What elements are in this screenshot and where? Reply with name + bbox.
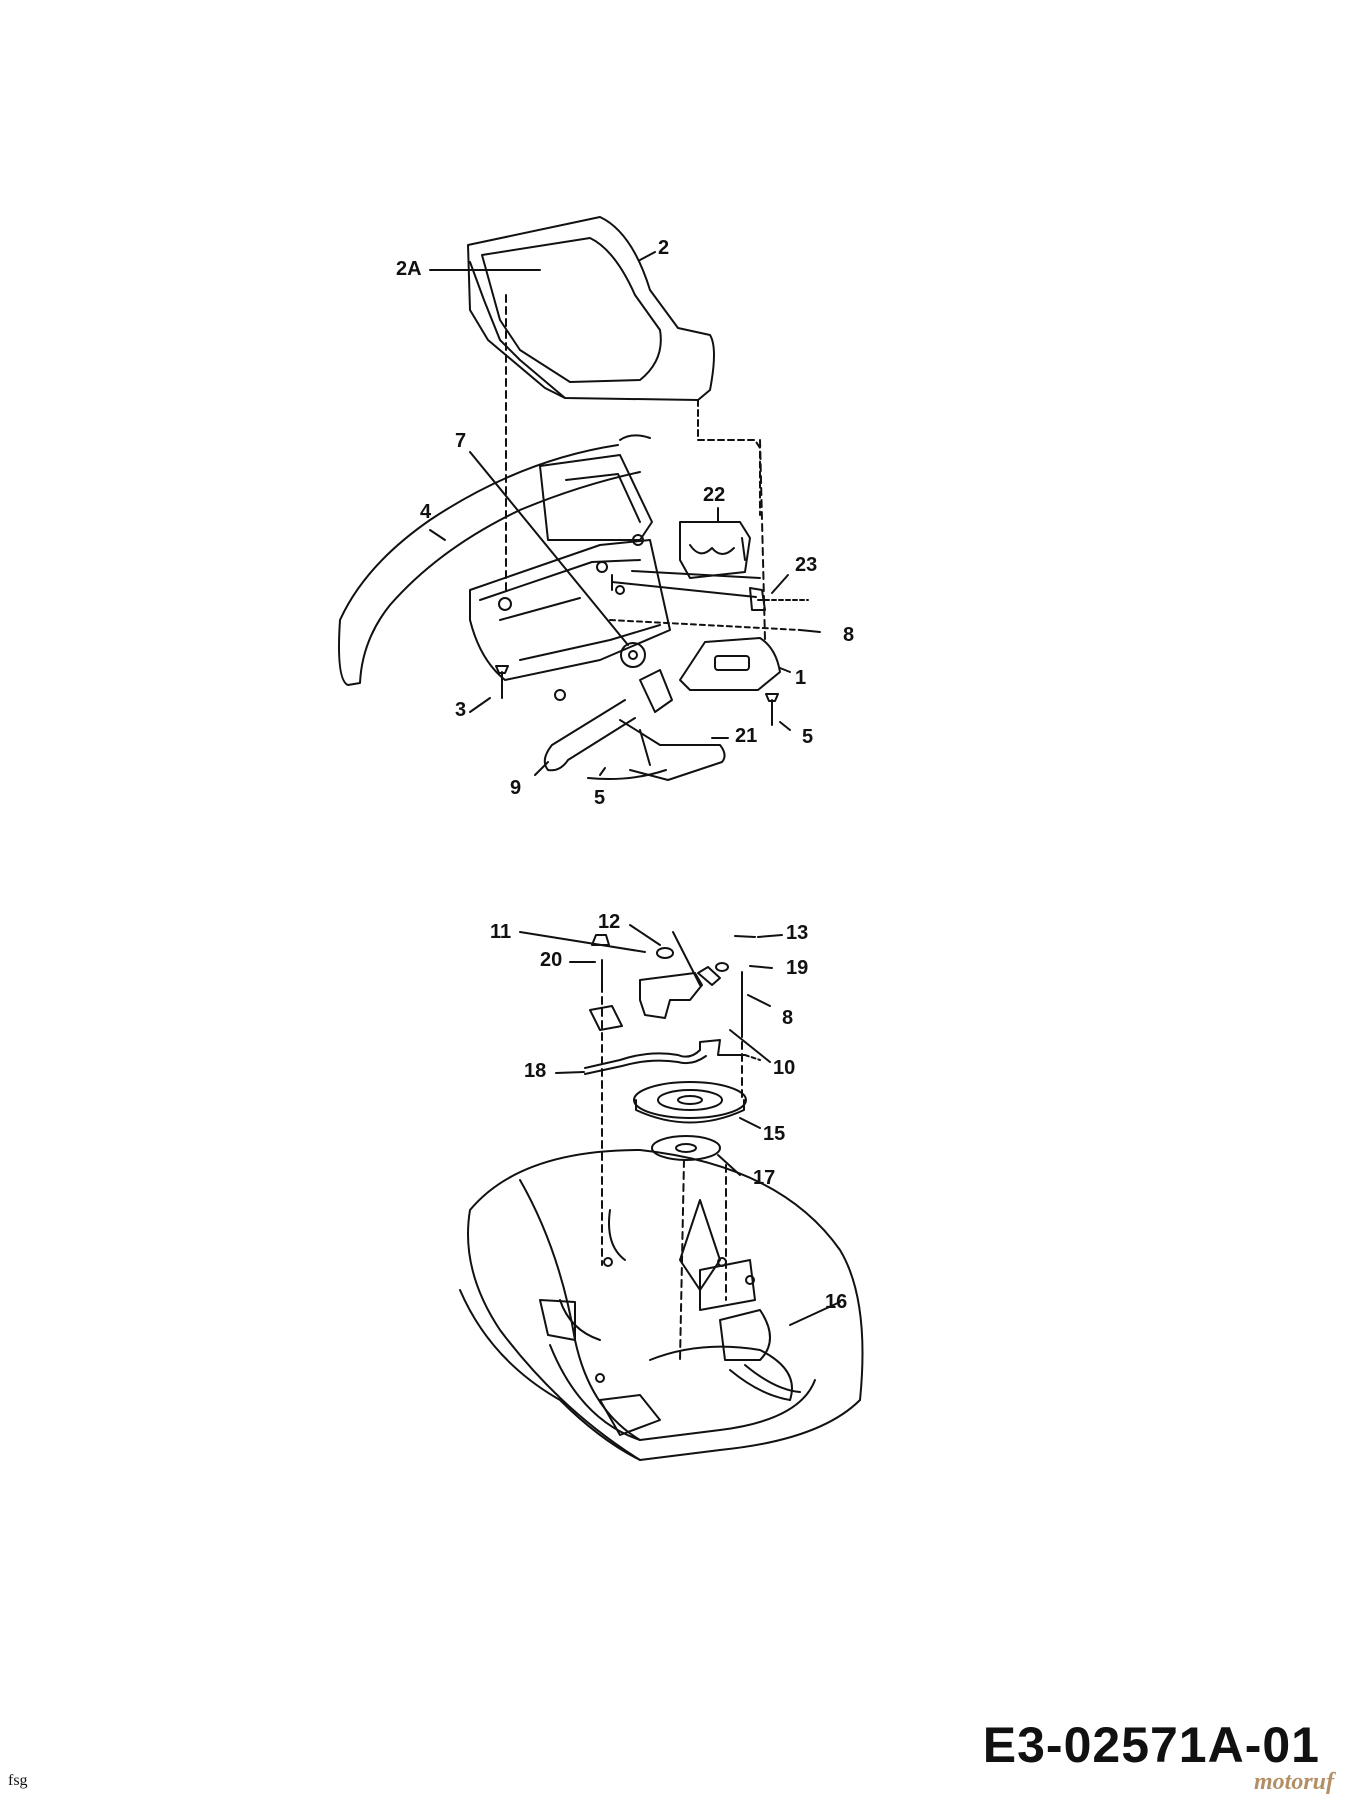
part-label-17: 17 bbox=[753, 1167, 776, 1189]
alignment-lines-upper bbox=[506, 295, 765, 640]
part-label-5: 5 bbox=[594, 787, 606, 809]
part-label-3: 3 bbox=[455, 699, 467, 721]
part-label-8: 8 bbox=[782, 1007, 794, 1029]
part-label-5: 5 bbox=[802, 726, 814, 748]
gear-lever bbox=[545, 643, 725, 780]
part-label-8: 8 bbox=[843, 624, 855, 646]
lower-hardware bbox=[590, 932, 755, 1030]
part-label-2a: 2A bbox=[396, 258, 422, 280]
fsg-mark: fsg bbox=[8, 1772, 28, 1789]
part-label-13: 13 bbox=[786, 922, 809, 944]
chute-deflector bbox=[468, 217, 760, 515]
part-label-21: 21 bbox=[735, 725, 758, 747]
part-label-7: 7 bbox=[455, 430, 467, 452]
part-label-20: 20 bbox=[540, 949, 563, 971]
disk-17 bbox=[652, 1136, 720, 1160]
part-label-16: 16 bbox=[825, 1291, 848, 1313]
part-label-4: 4 bbox=[420, 501, 432, 523]
pulley-15 bbox=[634, 1082, 746, 1123]
part-label-9: 9 bbox=[510, 777, 522, 799]
part-label-2: 2 bbox=[658, 237, 670, 259]
watermark-logo: motoruf bbox=[1253, 1769, 1334, 1795]
part-label-15: 15 bbox=[763, 1123, 786, 1145]
fasteners-upper bbox=[496, 571, 808, 725]
bracket-frame bbox=[470, 455, 670, 700]
part-label-19: 19 bbox=[786, 957, 809, 979]
part-label-12: 12 bbox=[598, 911, 621, 933]
drawing-code: E3-02571A-01 bbox=[982, 1717, 1320, 1773]
part-label-23: 23 bbox=[795, 554, 818, 576]
latch-plate-22 bbox=[680, 522, 750, 578]
cover-plate-1 bbox=[680, 638, 780, 690]
alignment-lines-lower bbox=[602, 985, 742, 1360]
part-label-1: 1 bbox=[795, 667, 807, 689]
part-label-11: 11 bbox=[490, 921, 512, 943]
handle-4 bbox=[339, 435, 650, 685]
part-label-18: 18 bbox=[524, 1060, 547, 1082]
part-label-22: 22 bbox=[703, 484, 726, 506]
housing-base bbox=[460, 1150, 863, 1460]
leader-lines bbox=[430, 252, 840, 1325]
part-label-10: 10 bbox=[773, 1057, 796, 1079]
tension-rod-18 bbox=[585, 1040, 760, 1074]
